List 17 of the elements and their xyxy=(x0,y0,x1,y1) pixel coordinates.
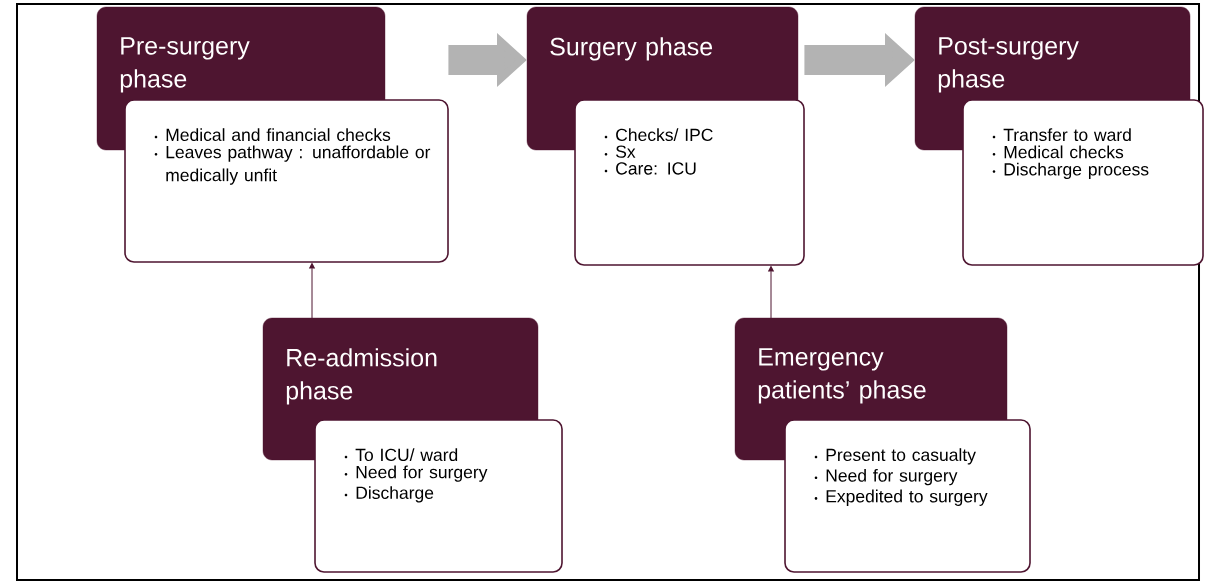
node-label: Discharge xyxy=(356,486,434,503)
phase-box: Re-admission phase To ICU/ ward Need for surgery Discharge xyxy=(262,317,563,573)
node-label: Need for surgery xyxy=(826,468,958,486)
node-label: Discharge process xyxy=(1004,162,1149,180)
node-label: Medical checks xyxy=(1004,145,1124,159)
node-label: Need for surgery xyxy=(356,465,488,482)
phase-box: Post-surgery phase Transfer to ward Medical checks Discharge process xyxy=(914,6,1204,266)
node-label: Care: ICU xyxy=(616,162,696,175)
phase-box: Surgery phase Checks/ IPC Sx Care: ICU xyxy=(526,6,805,266)
node-label: Transfer to ward xyxy=(1003,128,1131,142)
phase-box: Emergency patients’ phase Present to casualty Need for surgery Expedited to surgery xyxy=(734,317,1031,573)
node-label: Post-surgery phase xyxy=(938,37,1079,93)
arrow xyxy=(309,263,315,319)
arrow xyxy=(768,266,774,319)
node-label: Pre-surgery phase xyxy=(120,37,250,93)
node-label: Expedited to surgery xyxy=(826,489,988,506)
phase-box: Pre-surgery phase Medical and financial checks Leaves pathway : unaffordable or medically unfit xyxy=(96,6,449,263)
